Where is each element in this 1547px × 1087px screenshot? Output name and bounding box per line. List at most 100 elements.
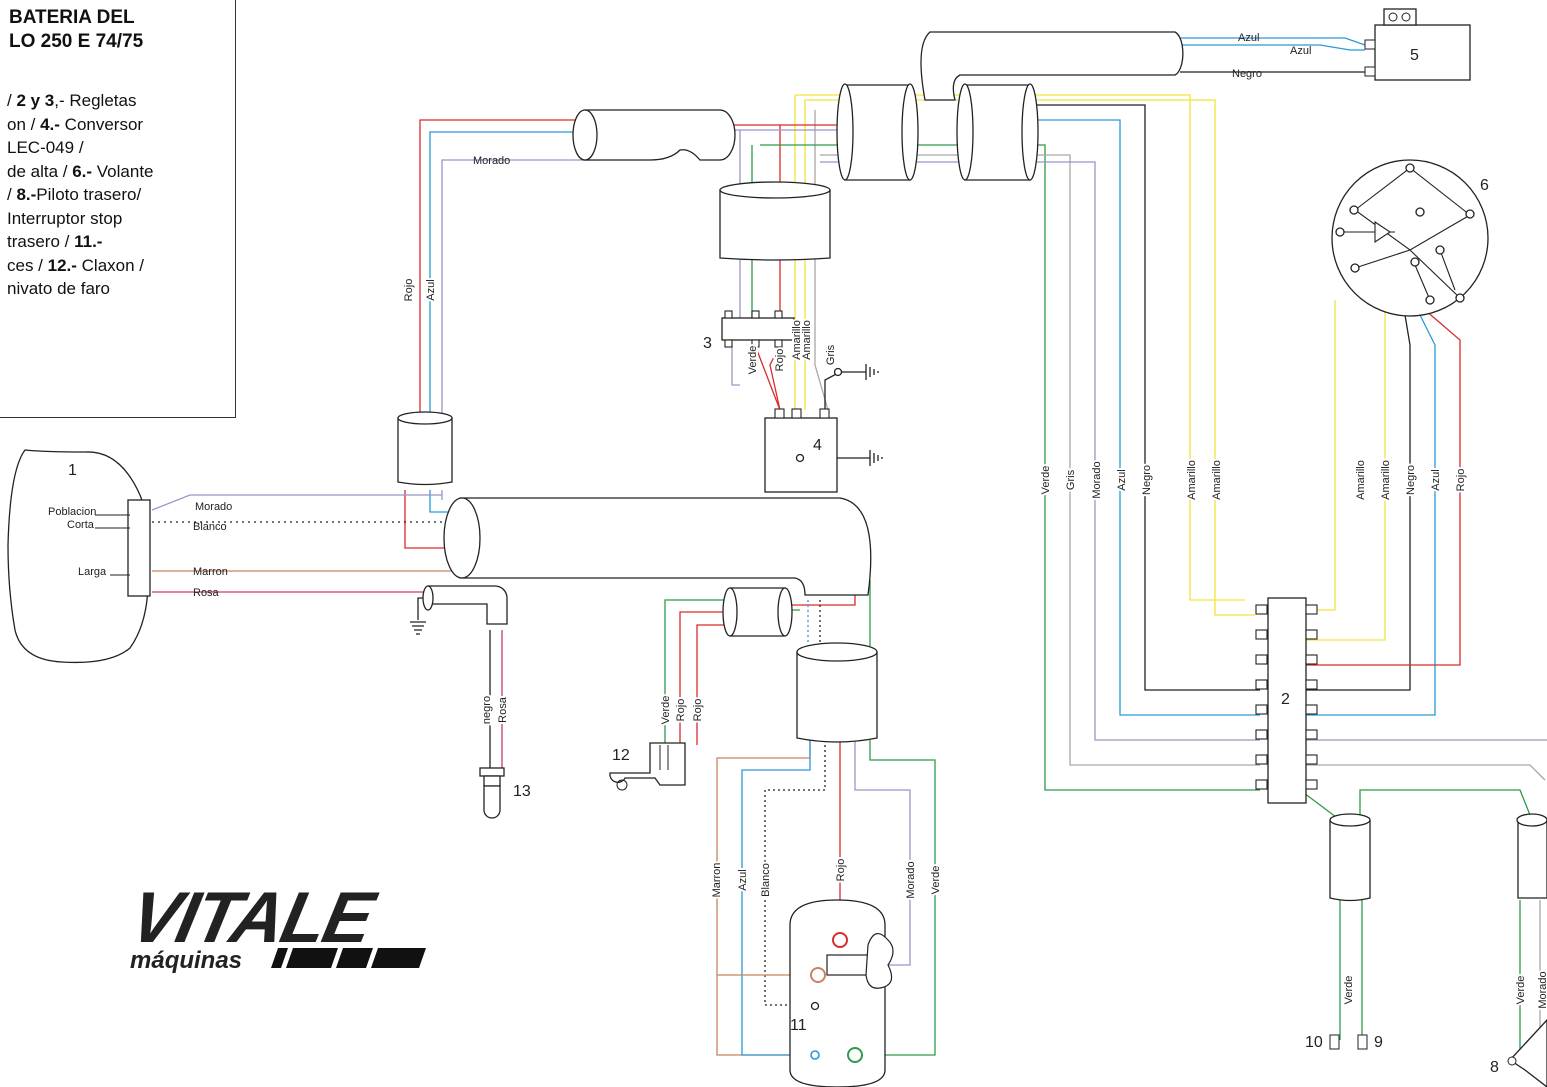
label-wire-vertical: Amarillo (1355, 460, 1367, 500)
harness-sleeve-1-end-b (901, 83, 919, 181)
label-wire-vertical: Morado (905, 861, 917, 898)
label-wire-vertical: Negro (1405, 465, 1417, 495)
wire-azul-long (1030, 119, 1260, 716)
regleta-2-pin (1305, 729, 1318, 740)
legend-panel: BATERIA DEL LO 250 E 74/75 / 2 y 3,- Reg… (0, 0, 236, 418)
harness-cylinder-regleta3 (719, 189, 831, 261)
harness-sleeve-2-end (956, 83, 974, 181)
label-wire-vertical: Marron (711, 863, 723, 898)
harness-tube-main-end (443, 497, 481, 579)
volante-6-contact (1425, 295, 1435, 305)
label-wire-vertical: Blanco (760, 863, 772, 897)
label-wire-marron: Marron (193, 566, 228, 578)
label-wire-vertical: Verde (1515, 976, 1527, 1005)
label-wire-vertical: Verde (930, 866, 942, 895)
label-wire-vertical: Amarillo (791, 320, 803, 360)
wire-blanco-11 (764, 740, 826, 1006)
ground-lead-3 (824, 371, 866, 410)
label-wire-vertical: Negro (1405, 465, 1417, 495)
regleta-3 (721, 317, 795, 341)
label-wire-vertical: Verde (1040, 466, 1052, 495)
wire-azul-5b (1180, 44, 1365, 51)
label-wire-negro: Negro (1232, 68, 1262, 80)
label-wire-vertical: Amarillo (791, 320, 803, 360)
label-wire-vertical: Rojo (835, 859, 847, 882)
converter-4-terminal (795, 453, 805, 463)
label-wire-vertical: Rojo (774, 349, 786, 372)
label-wire-vertical: Morado (1537, 971, 1547, 1008)
ground-symbol-icon (410, 364, 883, 635)
label-wire-vertical: Rojo (403, 279, 415, 302)
label-wire-blanco: Blanco (193, 521, 227, 533)
label-wire-vertical: Rojo (675, 699, 687, 722)
regleta-2-pin (1255, 604, 1268, 615)
label-wire-vertical: Marron (711, 863, 723, 898)
piloto-trasero-8-contact (1507, 1056, 1517, 1066)
legend-title-line2: LO 250 E 74/75 (9, 31, 144, 52)
label-wire-vertical: Amarillo (801, 320, 813, 360)
harness-sleeve-2-end-b (1021, 83, 1039, 181)
legend-line: / 2 y 3,- Regletas (7, 91, 137, 110)
harness-cylinder-left (397, 417, 453, 486)
label-wire-vertical: Rojo (1455, 469, 1467, 492)
label-wire-vertical: Azul (1116, 469, 1128, 490)
legend-line: LEC-049 / (7, 138, 84, 157)
legend-title-line1: BATERIA DEL (9, 7, 135, 28)
label-wire-vertical: Rojo (1455, 469, 1467, 492)
lamp-13-socket (427, 585, 508, 625)
label-wire-vertical: Azul (425, 279, 437, 300)
label-wire-vertical: negro (481, 696, 493, 724)
ground-terminal-3 (833, 367, 843, 377)
logo-main-text: VITALE (128, 880, 384, 958)
label-wire-vertical: Amarillo (1380, 460, 1392, 500)
legend-line: nivato de faro (7, 279, 111, 298)
component-5-hole (1401, 12, 1411, 22)
regleta-2-pin (1255, 629, 1268, 640)
terminal-9 (1357, 1034, 1368, 1050)
harness-cylinder-left-top (397, 411, 453, 425)
harness-cylinder-10 (1329, 819, 1371, 902)
harness-tube-top-left-end (572, 109, 598, 161)
label-wire-vertical: Verde (660, 696, 672, 725)
component-5-pin (1364, 66, 1376, 77)
label-wire-azul: Azul (1290, 45, 1311, 57)
label-wire-vertical: Blanco (760, 863, 772, 897)
wire-morado-long (820, 161, 1260, 741)
component-5 (1374, 24, 1471, 81)
label-wire-vertical: Verde (1343, 976, 1355, 1005)
lamp-13-socket-end (422, 585, 434, 611)
legend-line: de alta / 6.- Volante (7, 161, 154, 181)
harness-cylinder-8-top (1516, 813, 1547, 827)
wire-verde-11 (862, 740, 936, 1056)
label-wire-vertical: Azul (1116, 469, 1128, 490)
label-component-3: 3 (703, 335, 712, 352)
label-wire-vertical: Amarillo (801, 320, 813, 360)
wire-gris-long (820, 154, 1260, 766)
switch-11-terminal-verde (847, 1047, 863, 1063)
label-wire-vertical: Azul (425, 279, 437, 300)
lamp-13-base (479, 767, 505, 777)
wire-amarillo-6a (1300, 300, 1336, 611)
label-component-10: 10 (1305, 1034, 1323, 1051)
regleta-2-pin (1255, 754, 1268, 765)
wire-amarillo-6b (1300, 305, 1386, 641)
wire-verde-to-10 (1299, 789, 1341, 821)
volante-6-contact (1405, 163, 1415, 173)
volante-6-contact (1465, 209, 1475, 219)
volante-6-contact (1415, 207, 1425, 217)
harness-cylinder-8 (1517, 819, 1547, 899)
harness-tube-main (459, 497, 872, 596)
harness-sleeve-2 (964, 84, 1031, 181)
label-wire-vertical: Azul (1430, 469, 1442, 490)
label-component-9: 9 (1374, 1034, 1383, 1051)
wire-morado-upper-left (441, 159, 600, 420)
label-wire-vertical: Morado (1537, 971, 1547, 1008)
label-wire-vertical: Verde (747, 346, 759, 375)
label-larga: Larga (78, 566, 107, 578)
converter-4-pin (774, 408, 785, 419)
regleta-3-pin (751, 310, 760, 319)
component-5-pin (1364, 39, 1376, 50)
wire-negro-6 (1300, 314, 1411, 691)
wire-azul-6 (1300, 314, 1436, 716)
